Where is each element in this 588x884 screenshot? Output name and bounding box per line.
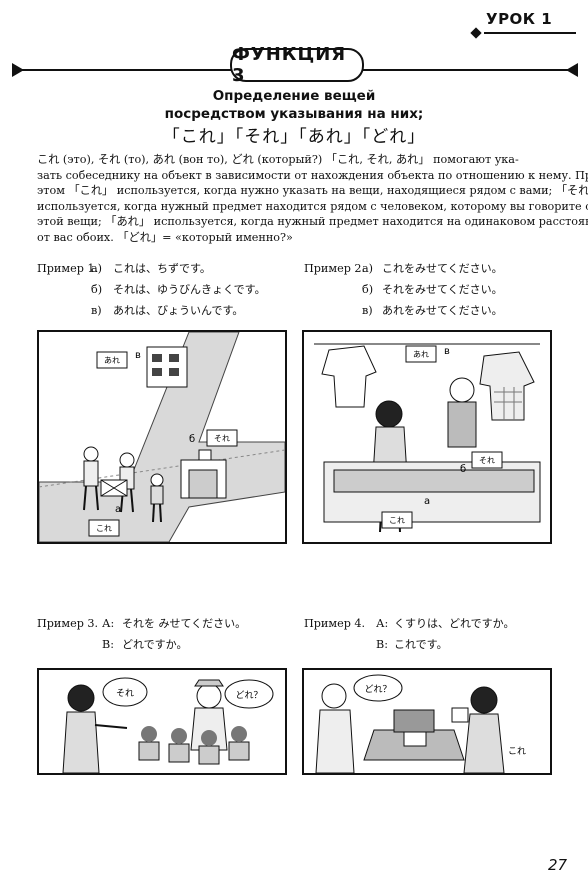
speech-bubble-are: あれ: [96, 351, 128, 369]
illustration-street: あれ それ これ в б а: [37, 330, 287, 544]
label-v: в: [135, 350, 141, 361]
bubble-text: どれ？: [364, 684, 391, 695]
speech-bubble-kore: これ: [88, 519, 120, 537]
arrow-left-icon: [12, 63, 24, 77]
person-with-map: [83, 446, 164, 523]
flower-scene-drawing: それ どれ？: [62, 677, 274, 773]
example-2: Пример 2.а) これをみせてください。 б) それをみせてください。 в) あ…: [304, 258, 503, 321]
example-text: それを みせてください。: [122, 617, 247, 630]
heading-line-3: 「これ」「それ」「あれ」「どれ」: [162, 127, 426, 147]
example-text: それをみせてください。: [382, 283, 503, 296]
hanging-shirt: [479, 351, 535, 421]
paragraph-line: зать собеседнику на объект в зависимости…: [37, 168, 588, 182]
example-label: Пример 3.: [37, 617, 99, 630]
speech-bubble-are: あれ: [405, 345, 437, 363]
label-a: а: [115, 504, 121, 515]
example-text: これをみせてください。: [382, 262, 503, 275]
woman-pointing: [62, 684, 128, 773]
paragraph-line: これ (это), それ (то), あれ (вон то), どれ (кото…: [37, 153, 519, 166]
example-3: Пример 3.А: それを みせてください。 В: どれですか。: [37, 613, 246, 655]
speech-bubble-dore: どれ？: [353, 674, 403, 702]
example-1: Пример 1.а) これは、ちずです。 б) それは、ゆうびんきょくです。 в)…: [37, 258, 266, 321]
example-text: どれですか。: [122, 638, 188, 651]
example-marker: В:: [102, 638, 114, 651]
example-marker: а): [362, 262, 374, 275]
label-a: а: [424, 496, 430, 507]
bubble-text: それ: [479, 456, 495, 465]
bubble-text: これ: [96, 524, 112, 533]
shop-scene-drawing: あれ それ これ в б а: [314, 343, 541, 533]
heading-line-2: посредством указывания на них;: [164, 106, 424, 122]
example-text: くすりは、どれですか。: [394, 617, 515, 630]
example-text: これは、ちずです。: [113, 262, 211, 275]
paragraph-line: этом 「これ」 используется, когда нужно указ…: [37, 184, 588, 198]
flower-seller: [190, 679, 228, 751]
label-b: б: [460, 464, 466, 475]
example-marker: б): [362, 283, 374, 296]
woman-showing: [451, 686, 505, 773]
speech-bubble-dore: どれ？: [224, 679, 274, 709]
bubble-text: あれ: [104, 356, 120, 365]
example-text: あれをみせてください。: [382, 304, 503, 317]
heading-line-1: Определение вещей: [212, 88, 376, 104]
example-text: これです。: [394, 638, 448, 651]
example-marker: А:: [376, 617, 389, 630]
shop-assistant: [447, 377, 477, 448]
function-title: ФУНКЦИЯ 3: [230, 44, 364, 86]
bubble-text: あれ: [413, 350, 429, 359]
medicine-scene-drawing: どれ？ これ: [315, 674, 526, 773]
example-marker: в): [91, 304, 102, 317]
shop-counter: [323, 461, 541, 523]
example-marker: В:: [376, 638, 388, 651]
illustration-medicine: どれ？ これ: [302, 668, 552, 775]
man-asking: [315, 683, 355, 773]
example-4: Пример 4. А: くすりは、どれですか。 В: これです。: [304, 613, 514, 655]
illustration-shop: あれ それ これ в б а: [302, 330, 552, 544]
example-text: それは、ゆうびんきょくです。: [113, 283, 266, 296]
example-marker: А:: [102, 617, 115, 630]
page-number: 27: [548, 856, 568, 874]
example-label: Пример 2.: [304, 262, 366, 275]
paragraph-line: этой вещи; 「あれ」 используется, когда нужн…: [37, 215, 588, 229]
example-label: Пример 4.: [304, 617, 366, 630]
label-b: б: [189, 434, 195, 445]
street-scene-drawing: あれ それ これ в б а: [39, 332, 285, 542]
hanging-jacket: [321, 345, 377, 408]
paragraph-line: используется, когда нужный предмет наход…: [37, 199, 588, 213]
lesson-label: УРОК 1: [486, 10, 553, 28]
speech-bubble-sore: それ: [102, 677, 148, 707]
flower-pots: [138, 726, 250, 765]
explanation-paragraph: これ (это), それ (то), あれ (вон то), どれ (кото…: [37, 152, 588, 246]
hospital-building: [146, 346, 188, 388]
example-marker: а): [91, 262, 103, 275]
lesson-rule-diamond: [470, 27, 482, 39]
post-office-building: [180, 449, 227, 499]
bubble-text: それ: [116, 688, 134, 699]
bubble-text-kore: これ: [508, 746, 526, 757]
speech-bubble-sore: それ: [206, 429, 238, 447]
arrow-right-icon: [566, 63, 578, 77]
bubble-text: それ: [214, 434, 230, 443]
example-label: Пример 1.: [37, 262, 99, 275]
example-marker: в): [362, 304, 373, 317]
illustration-flowers: それ どれ？: [37, 668, 287, 775]
speech-bubble-kore: これ: [381, 511, 413, 529]
bubble-text: どれ？: [235, 690, 262, 701]
speech-bubble-sore: それ: [471, 451, 503, 469]
bubble-text: これ: [389, 516, 405, 525]
paragraph-line: от вас обоих. 「どれ」= «который именно?»: [37, 230, 293, 244]
label-v: в: [444, 346, 450, 357]
example-marker: б): [91, 283, 103, 296]
open-bag: [363, 709, 465, 761]
example-text: あれは、びょういんです。: [113, 304, 244, 317]
lesson-rule: [484, 32, 576, 34]
